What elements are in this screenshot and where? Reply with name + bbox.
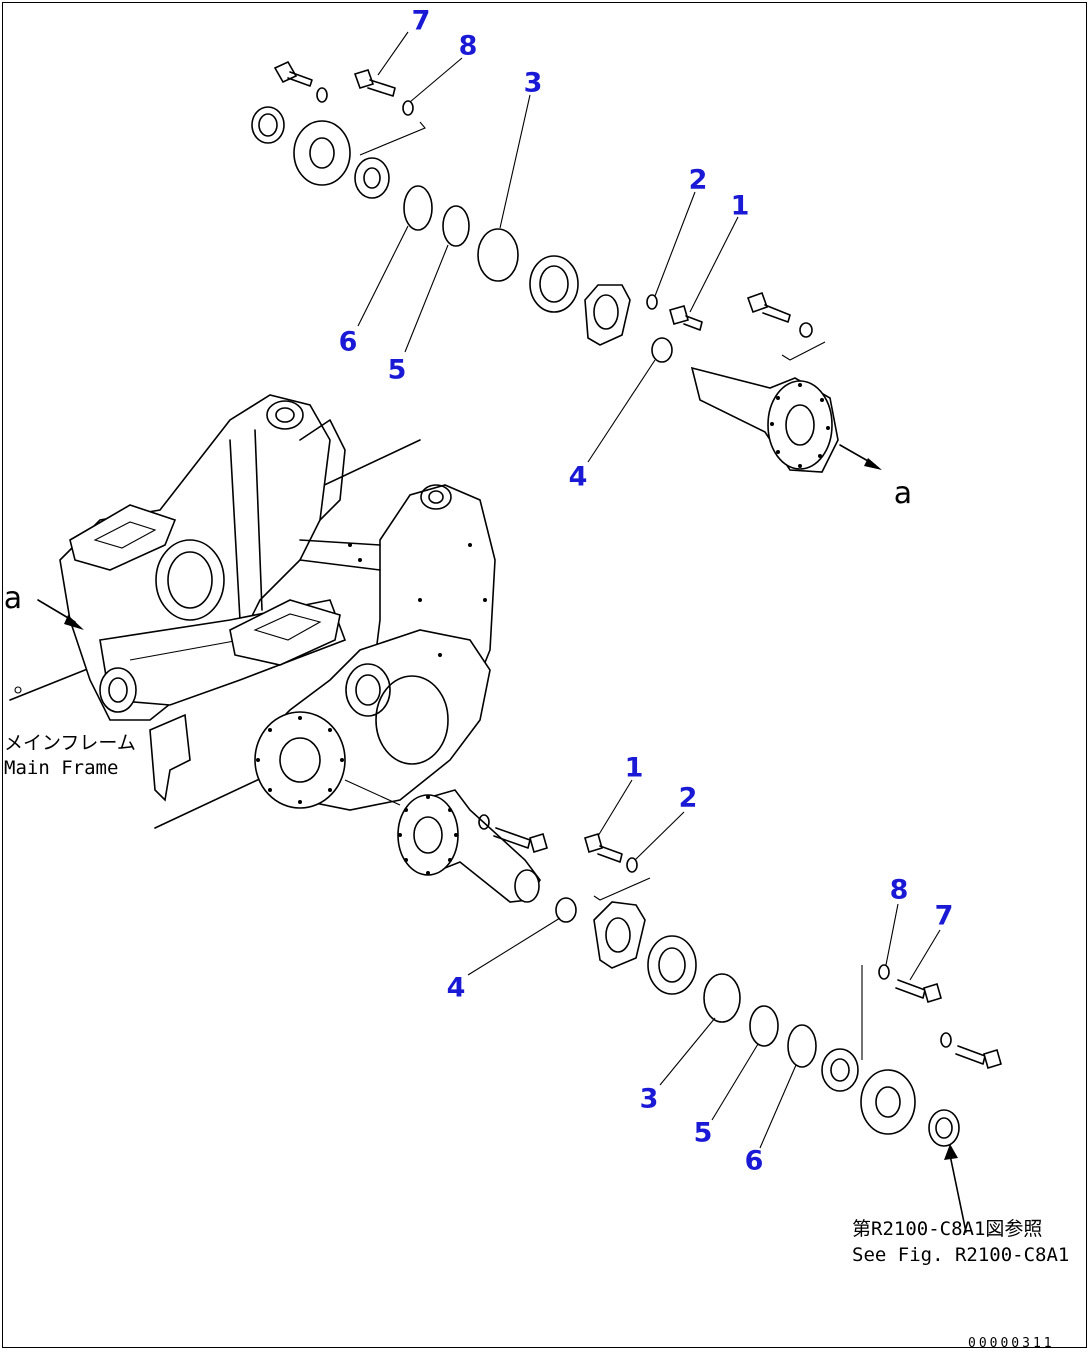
callout-lower-7: 7 <box>934 900 954 932</box>
callout-upper-7: 7 <box>411 5 431 37</box>
main-frame-label-en: Main Frame <box>4 757 119 779</box>
callout-lower-8: 8 <box>889 874 909 906</box>
view-marker-left: a <box>3 581 23 616</box>
reference-code: 00000311 <box>968 1336 1055 1351</box>
callout-lower-1: 1 <box>624 752 644 784</box>
callout-upper-5: 5 <box>387 354 407 386</box>
callout-lower-5: 5 <box>693 1117 713 1149</box>
view-marker-right: a <box>893 476 913 511</box>
lower-leader-lines <box>467 779 941 1149</box>
see-fig-note-jp: 第R2100-C8A1図参照 <box>852 1218 1043 1240</box>
main-frame-drawing <box>9 394 496 829</box>
main-frame-label-jp: メインフレーム <box>4 732 136 754</box>
callout-upper-8: 8 <box>458 30 478 62</box>
callout-upper-6: 6 <box>338 326 358 358</box>
callout-lower-2: 2 <box>678 782 698 814</box>
callout-lower-3: 3 <box>639 1083 659 1115</box>
callout-lower-4: 4 <box>446 972 466 1004</box>
lower-assembly <box>37 599 1002 1233</box>
upper-assembly <box>251 60 882 473</box>
upper-leader-lines <box>357 31 739 463</box>
callout-lower-6: 6 <box>744 1145 764 1177</box>
callout-upper-4: 4 <box>568 461 588 493</box>
callout-upper-1: 1 <box>730 190 750 222</box>
callout-upper-2: 2 <box>688 164 708 196</box>
see-fig-note-en: See Fig. R2100-C8A1 <box>852 1244 1070 1266</box>
callout-upper-3: 3 <box>523 67 543 99</box>
